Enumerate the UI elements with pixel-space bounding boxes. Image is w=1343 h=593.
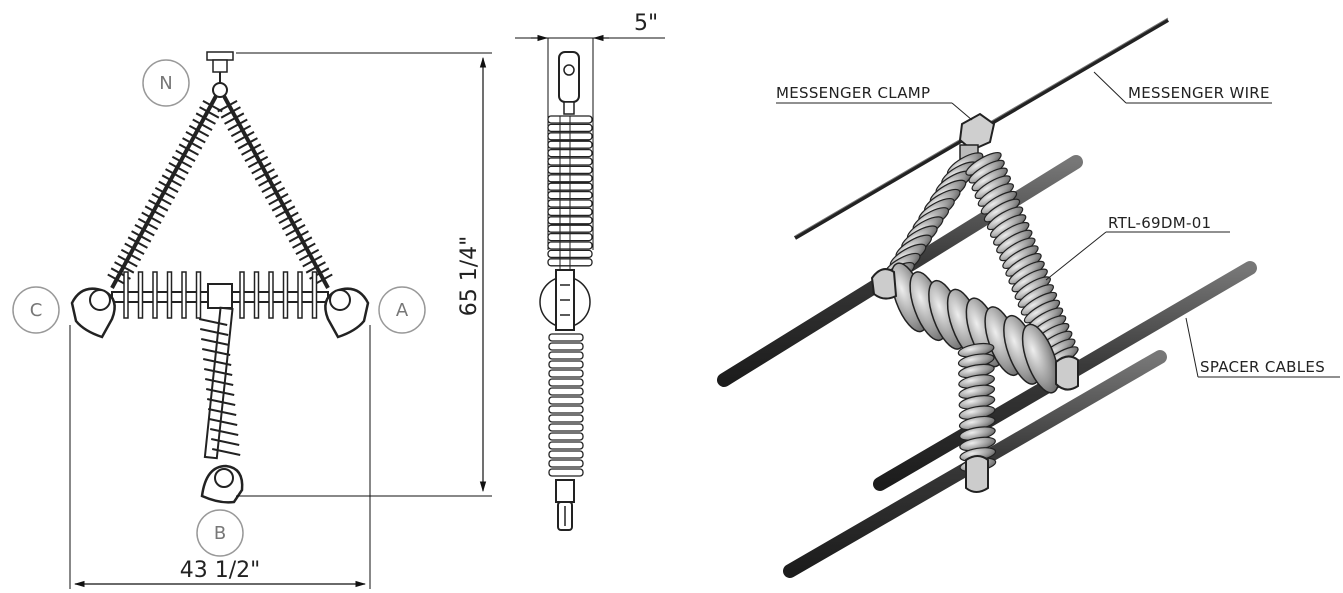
svg-text:A: A: [396, 300, 409, 321]
svg-text:SPACER CABLES: SPACER CABLES: [1200, 358, 1325, 376]
horizontal-insulator: [111, 271, 329, 319]
height-dimension: 65 1/4": [236, 52, 492, 497]
vertical-insulator: [198, 306, 241, 460]
svg-text:B: B: [214, 523, 226, 544]
side-width-dimension-text: 5": [634, 11, 658, 36]
side-view: 5": [515, 11, 665, 531]
phase-label-b: B: [196, 509, 244, 557]
isometric-view: MESSENGER CLAMP MESSENGER WIRE RTL-69DM-…: [717, 17, 1340, 578]
callout-model: RTL-69DM-01: [1045, 214, 1230, 281]
height-dimension-text: 65 1/4": [457, 236, 482, 317]
clamp-phase-b: [200, 464, 244, 504]
right-diagonal-insulator: [217, 95, 333, 289]
clamp-phase-a: [324, 287, 370, 339]
messenger-clamp: [958, 112, 996, 152]
svg-text:C: C: [30, 300, 43, 321]
svg-text:MESSENGER CLAMP: MESSENGER CLAMP: [776, 84, 930, 102]
top-clamp-fitting: [206, 51, 234, 98]
iso-vertical-insulator: [957, 342, 997, 473]
callout-messenger-wire: MESSENGER WIRE: [1093, 71, 1272, 104]
front-view: N C A B 65 1/4" 43 1/2": [12, 51, 492, 592]
width-dimension: 43 1/2": [69, 325, 371, 592]
left-diagonal-insulator: [107, 95, 223, 289]
phase-label-a: A: [378, 286, 426, 334]
iso-right-insulator: [965, 152, 1079, 370]
phase-label-n: N: [142, 59, 190, 107]
svg-text:MESSENGER WIRE: MESSENGER WIRE: [1128, 84, 1270, 102]
width-dimension-text: 43 1/2": [180, 558, 261, 583]
svg-text:N: N: [159, 73, 172, 94]
svg-text:RTL-69DM-01: RTL-69DM-01: [1108, 214, 1211, 232]
clamp-phase-c: [70, 287, 116, 339]
phase-label-c: C: [12, 286, 60, 334]
callout-spacer-cables: SPACER CABLES: [1185, 317, 1340, 378]
callout-messenger-clamp: MESSENGER CLAMP: [776, 84, 973, 121]
